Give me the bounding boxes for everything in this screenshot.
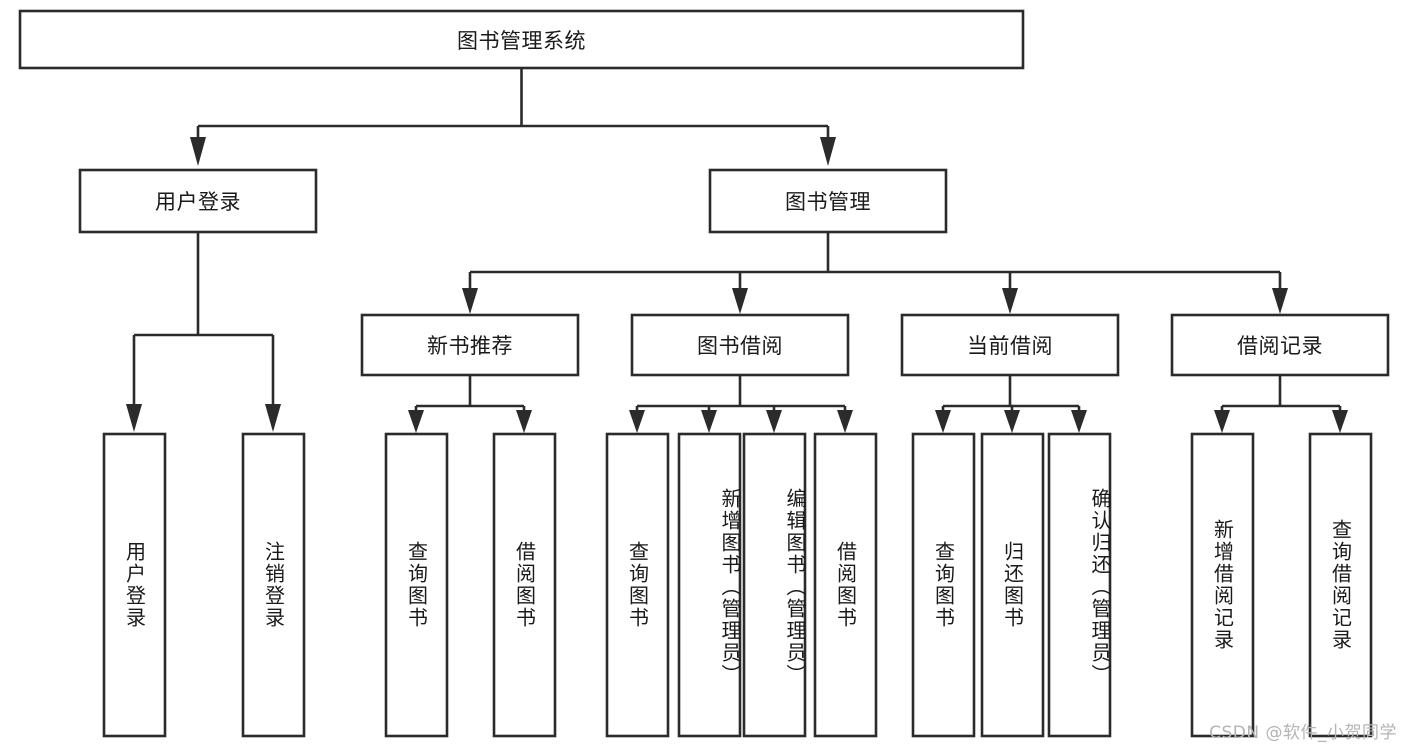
arrowhead-newbook <box>462 288 478 314</box>
arrowhead-leaf-bookborrow-2 <box>701 410 717 433</box>
leaf-box-new-book-0[interactable] <box>384 432 449 738</box>
arrowhead-leaf-newbook-2 <box>516 410 532 433</box>
arrowhead-leaf-borrowrecord-2 <box>1332 410 1348 433</box>
leaf-box-book-borrow-3[interactable] <box>813 432 878 738</box>
leaf-box-borrow-record-0[interactable] <box>1190 432 1255 738</box>
arrowhead-bookborrow <box>732 288 748 314</box>
leaf-box-current-borrow-1[interactable] <box>980 432 1045 738</box>
leaf-box-user-login-0[interactable] <box>102 432 167 738</box>
arrowhead-borrowrecord <box>1272 288 1288 314</box>
arrowhead-leaf-user-login-2 <box>265 404 281 432</box>
arrowhead-leaf-bookborrow-3 <box>766 410 782 433</box>
arrowhead-leaf-borrowrecord-1 <box>1214 410 1230 433</box>
arrowhead-leaf-currentborrow-2 <box>1004 410 1020 433</box>
leaf-box-current-borrow-2[interactable] <box>1047 432 1112 738</box>
leaf-box-book-borrow-1[interactable] <box>677 432 742 738</box>
arrowhead-leaf-bookborrow-1 <box>629 410 645 433</box>
arrowhead-currentborrow <box>1002 288 1018 314</box>
arrowhead-bookmgmt <box>820 137 836 166</box>
node-box-book-borrow[interactable] <box>630 313 850 377</box>
leaf-box-user-login-1[interactable] <box>241 432 306 738</box>
node-box-new-book-recommend[interactable] <box>360 313 580 377</box>
arrowhead-leaf-currentborrow-3 <box>1071 410 1087 433</box>
arrowhead-userlogin <box>190 137 206 166</box>
node-box-current-borrow[interactable] <box>900 313 1120 377</box>
node-box-root[interactable] <box>18 9 1025 70</box>
leaf-box-book-borrow-0[interactable] <box>605 432 670 738</box>
arrowhead-leaf-currentborrow-1 <box>935 410 951 433</box>
leaf-box-book-borrow-2[interactable] <box>742 432 807 738</box>
arrowhead-leaf-user-login-1 <box>126 404 142 432</box>
leaf-box-new-book-1[interactable] <box>492 432 557 738</box>
leaf-box-borrow-record-1[interactable] <box>1308 432 1373 738</box>
node-box-book-management[interactable] <box>708 168 948 234</box>
node-box-borrow-record[interactable] <box>1170 313 1390 377</box>
leaf-box-current-borrow-0[interactable] <box>911 432 976 738</box>
arrowhead-leaf-bookborrow-4 <box>837 410 853 433</box>
node-box-user-login[interactable] <box>78 168 318 234</box>
arrowhead-leaf-newbook-1 <box>408 410 424 433</box>
